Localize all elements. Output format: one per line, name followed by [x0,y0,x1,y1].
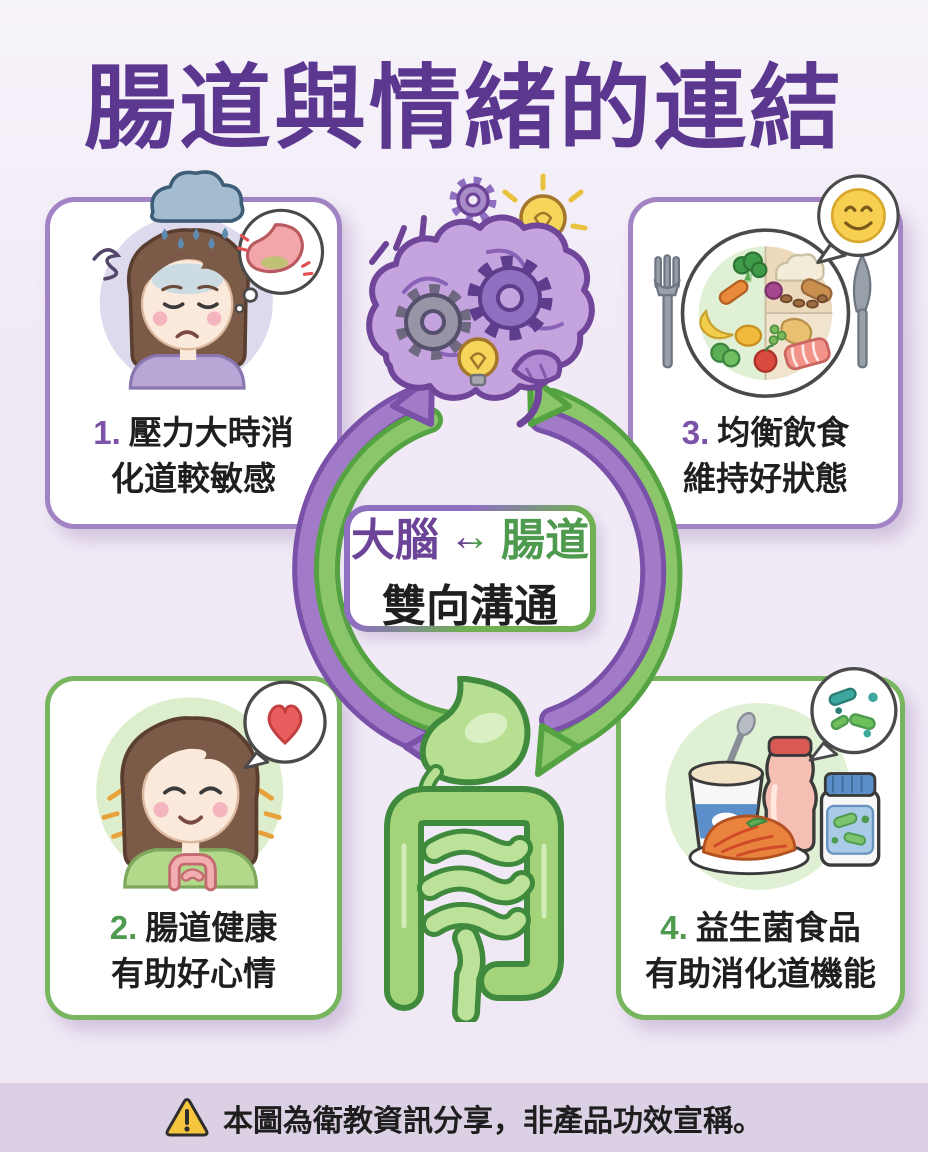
card-1-number: 1. [93,414,121,452]
gut-shirt-icon [168,853,217,892]
lemon-icon [734,324,763,347]
gear-icon [449,176,497,224]
card-3-text-line1: 均衡飲食 [717,414,850,452]
card-3-text-line2: 維持好狀態 [683,460,848,497]
nuts-icon [779,294,828,309]
supplement-jar-icon [819,772,881,867]
card-2-text-line2: 有助好心情 [111,955,276,992]
stressed-woman-art [92,170,325,390]
card-4-text-line2: 有助消化道機能 [645,955,876,992]
card-3-number: 3. [681,414,710,452]
card-4-caption: 4.益生菌食品 有助消化道機能 [645,887,876,1015]
gut-illustration [384,676,564,1022]
carrot-icon [718,270,751,305]
bangs [143,735,238,778]
footer-disclaimer: 本圖為衛教資訊分享，非產品功效宣稱。 [0,1083,928,1152]
gear-icon [395,284,471,360]
lightbulb-icon [457,337,499,387]
brain-gut-label: 大腦 ↔ 腸道 [351,504,589,568]
card-4-number: 4. [660,909,688,947]
stomach-bubble-icon [234,208,325,314]
peas-icon [768,324,787,346]
radish-icon [764,281,783,300]
scribble-icon [92,248,122,281]
card-3-caption: 3.均衡飲食 維持好狀態 [682,388,850,524]
heart-bubble-icon [243,680,327,770]
knife-icon [852,252,872,369]
probiotic-foods-art [665,667,898,890]
rice-icon [774,253,825,282]
footer-text: 本圖為衛教資訊分享，非產品功效宣稱。 [223,1104,763,1138]
card-1-caption: 1.壓力大時消 化道較敏感 [93,388,294,524]
brain-word: 大腦 [351,515,439,565]
fork-icon [653,254,682,369]
bidirectional-arrow-icon: ↔ [449,511,491,559]
card-3-balanced-diet: 3.均衡飲食 維持好狀態 [628,174,903,529]
card-1-text-line2: 化道較敏感 [111,460,276,497]
card-2-text-line1: 腸道健康 [145,909,278,947]
center-box: 大腦 ↔ 腸道 雙向溝通 [344,505,596,632]
card-2-caption: 2.腸道健康 有助好心情 [110,887,278,1015]
salmon-icon [783,337,831,371]
gear-icon [467,255,553,341]
spark-lines-icon [369,215,427,265]
card-4-text-line1: 益生菌食品 [695,909,861,947]
apple-icon [753,344,778,373]
balanced-plate-art [653,174,900,398]
happy-woman-art [96,680,327,892]
card-1-stress-digestion: 1.壓力大時消 化道較敏感 [45,170,342,529]
gut-word: 腸道 [501,515,589,565]
rain-cloud-icon [150,170,245,250]
broccoli-icon [732,251,768,283]
bacteria-bubble-icon [808,667,898,762]
brain-illustration [366,173,595,428]
banana-icon [699,308,734,340]
card-2-number: 2. [109,909,138,947]
card-2-gut-health-mood: 2.腸道健康 有助好心情 [45,676,342,1020]
chicken-icon [780,317,813,345]
sparkle-lines-icon [101,788,282,839]
page-title: 腸道與情緒的連結 [83,58,844,160]
leafy-greens-icon [710,342,741,368]
warning-icon [165,1097,209,1136]
kimchi-icon [688,814,810,876]
shirt [128,353,246,390]
card-1-text-line1: 壓力大時消 [128,414,294,452]
card-4-probiotic-foods: 4.益生菌食品 有助消化道機能 [616,667,905,1020]
center-subtitle: 雙向溝通 [382,581,558,631]
bangs [142,248,233,288]
smiley-bubble-icon [816,174,900,265]
